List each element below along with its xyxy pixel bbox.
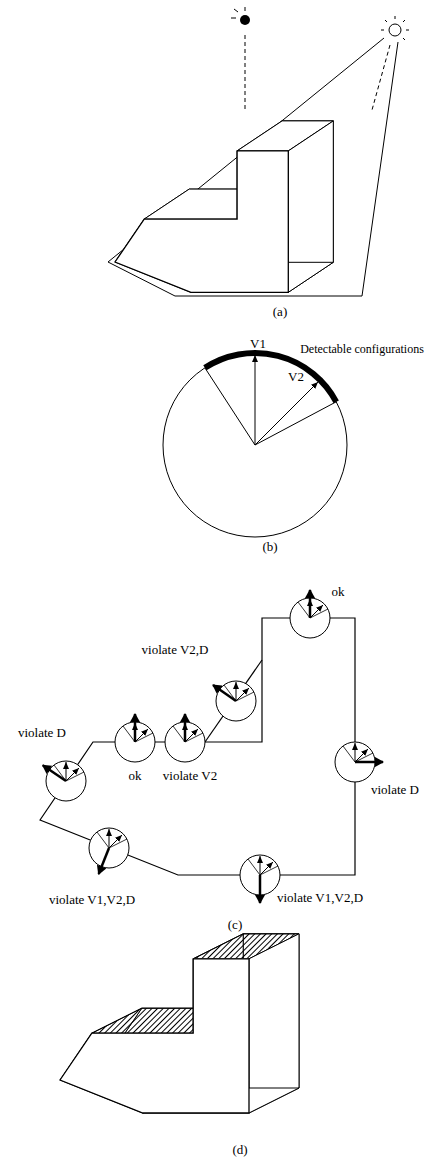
- normal-arrow: [213, 685, 236, 701]
- block-face: [249, 934, 299, 1113]
- normal-arrow: [309, 590, 312, 618]
- v2-arrow: [185, 729, 198, 742]
- v2-arrow: [260, 862, 273, 875]
- panel-label: (c): [228, 918, 242, 932]
- cone-edge: [97, 832, 109, 848]
- v1-arrow: [109, 829, 110, 848]
- cone-edge: [260, 866, 278, 875]
- v2-arrow: [310, 605, 323, 618]
- v2-arrow: [109, 835, 122, 848]
- light-cone: [108, 38, 398, 296]
- annotation-label: violate V1,V2,D: [277, 891, 363, 905]
- annotation-label: Detectable configurations: [300, 343, 424, 356]
- annotation-label: V1: [250, 337, 266, 351]
- light-source: [240, 15, 250, 25]
- cone-edge: [173, 726, 185, 742]
- normal-arrow: [134, 714, 137, 742]
- block-front: [60, 959, 249, 1113]
- cone-edge: [343, 746, 355, 762]
- v1-arrow: [66, 762, 67, 781]
- cone-edge: [310, 609, 328, 618]
- v2-arrow: [135, 729, 148, 742]
- panel-label: (a): [273, 305, 287, 319]
- normal-arrow: [355, 761, 383, 764]
- cone-edge: [66, 772, 84, 781]
- cone-edge: [355, 753, 373, 762]
- cone-edge: [298, 602, 310, 618]
- panel-label: (b): [262, 540, 277, 554]
- v1-arrow: [355, 743, 356, 762]
- block-front: [115, 151, 288, 292]
- annotation-label: V2: [288, 370, 304, 384]
- cone-edge: [135, 733, 153, 742]
- cone-edge: [236, 692, 254, 701]
- annotation-label: violate D: [371, 783, 419, 797]
- annotation-label: violate D: [18, 726, 66, 740]
- v1-arrow: [260, 856, 261, 875]
- cone-edge: [123, 726, 135, 742]
- v2-arrow: [236, 688, 249, 701]
- annotation-label: violate V2,D: [142, 643, 209, 657]
- orientation-circle: [163, 353, 347, 537]
- v2-arrow: [355, 749, 368, 762]
- v2-arrow: [66, 768, 79, 781]
- normal-arrow: [259, 875, 262, 903]
- v1-arrow: [236, 682, 237, 701]
- detectable-arc: [205, 353, 336, 402]
- object-profile: [40, 618, 355, 875]
- annotation-label: ok: [129, 769, 142, 783]
- sun-source: [389, 24, 401, 36]
- panel-label: (d): [232, 1143, 247, 1157]
- cone-edge: [109, 839, 127, 848]
- cone-edge: [248, 859, 260, 875]
- annotation-label: violate V2: [163, 769, 217, 783]
- normal-arrow: [99, 848, 109, 874]
- annotation-label: ok: [332, 585, 345, 599]
- cone-edge: [185, 733, 203, 742]
- normal-arrow: [184, 714, 187, 742]
- annotation-label: violate V1,V2,D: [49, 893, 135, 907]
- normal-arrow: [43, 765, 66, 781]
